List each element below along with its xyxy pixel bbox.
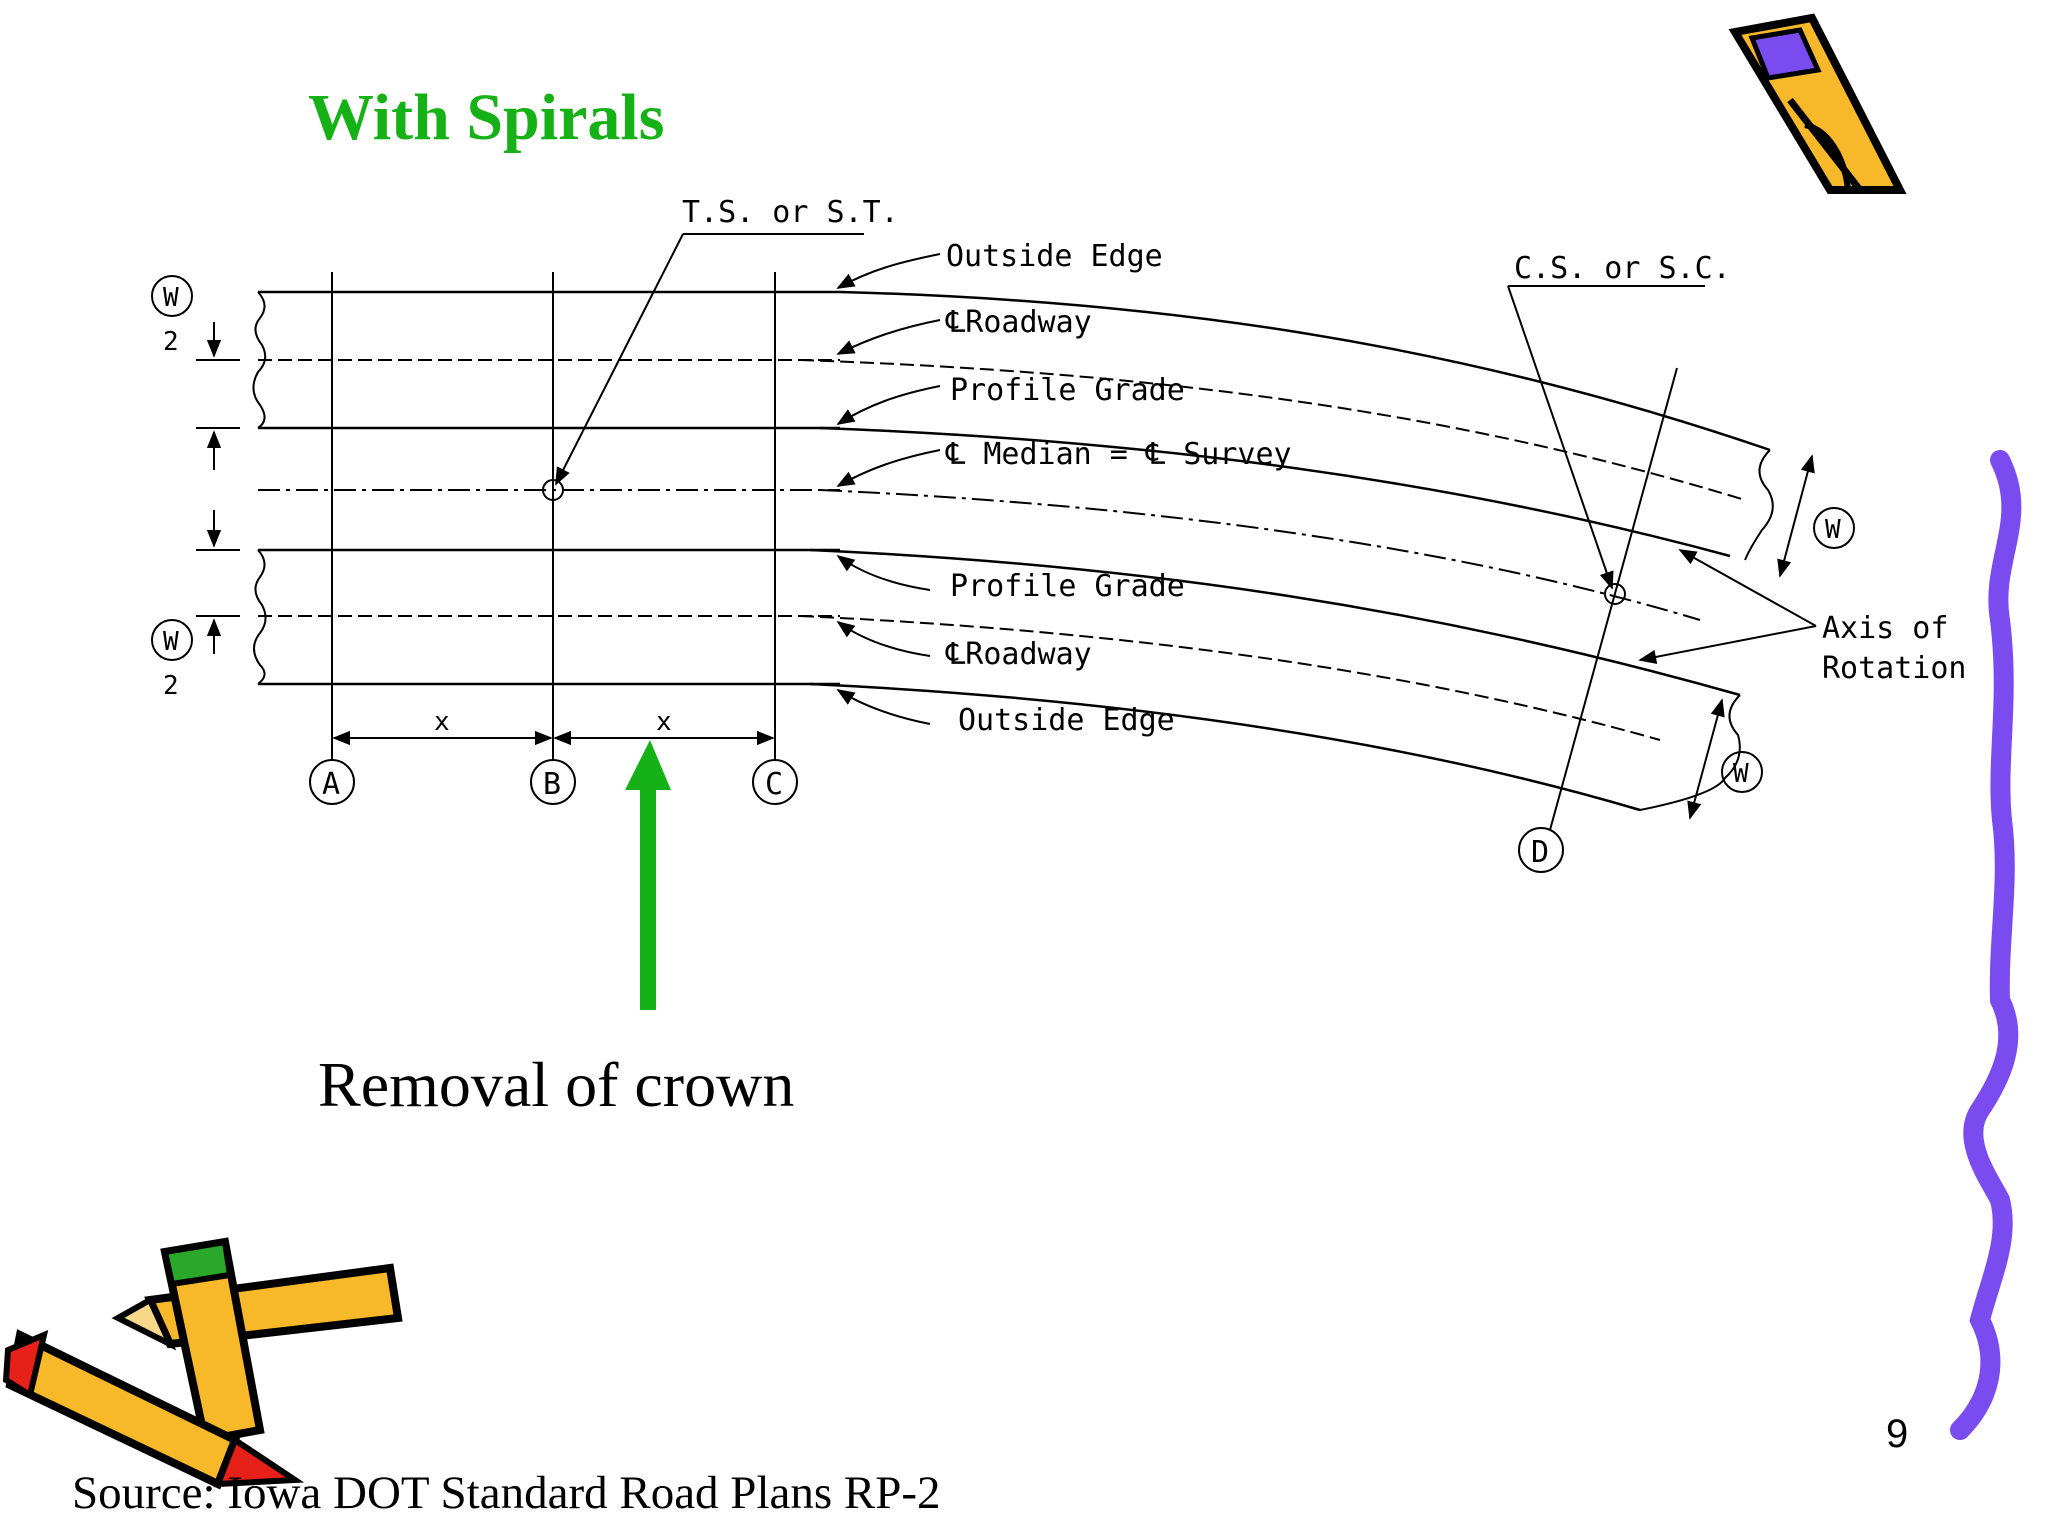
w-half-top-num: W (163, 283, 179, 313)
squiggle-border (1950, 450, 2022, 1440)
green-arrow-icon (625, 740, 671, 1010)
page-number: 9 (1886, 1412, 1909, 1456)
label-rotation: Rotation (1822, 651, 1967, 686)
w-right-top: W (1825, 515, 1841, 545)
w-half-top-den: 2 (163, 327, 179, 357)
station-b: B (543, 767, 561, 802)
label-axis-of: Axis of (1822, 611, 1948, 646)
label-outside-edge-bottom: Outside Edge (958, 703, 1175, 738)
label-dim-x-left: x (434, 707, 450, 737)
crossed-pencils-icon (2, 1237, 403, 1490)
label-cs-sc: C.S. or S.C. (1514, 251, 1731, 286)
label-median-survey: ℄ Median = ℄ Survey (945, 437, 1292, 472)
label-cl-roadway-top: ℄Roadway (945, 305, 1092, 340)
superelevation-diagram (151, 233, 1855, 873)
label-profile-grade-bottom: Profile Grade (950, 569, 1185, 604)
station-d: D (1531, 835, 1549, 870)
label-dim-x-right: x (656, 707, 672, 737)
w-right-bottom: W (1733, 759, 1749, 789)
label-cl-roadway-bottom: ℄Roadway (945, 637, 1092, 672)
station-c: C (765, 767, 783, 802)
slide-title: With Spirals (308, 81, 665, 154)
label-outside-edge-top: Outside Edge (946, 239, 1163, 274)
diagram-labels: T.S. or S.T. C.S. or S.C. Outside Edge ℄… (163, 195, 1967, 870)
station-a: A (322, 767, 340, 802)
caption-removal-of-crown: Removal of crown (318, 1049, 795, 1120)
label-profile-grade-top: Profile Grade (950, 373, 1185, 408)
w-half-bottom-den: 2 (163, 671, 179, 701)
label-ts-st: T.S. or S.T. (682, 195, 899, 230)
source-citation: Source: Iowa DOT Standard Road Plans RP-… (72, 1467, 941, 1519)
w-half-bottom-num: W (163, 627, 179, 657)
pencil-icon (1728, 13, 1907, 194)
